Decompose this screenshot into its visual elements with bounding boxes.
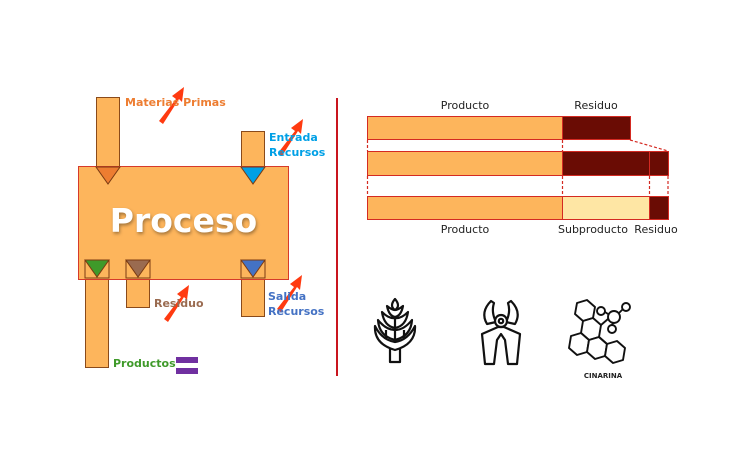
resource-input-label-line2: Recursos [269, 146, 326, 159]
products-label: Productos [113, 357, 176, 370]
section-divider [336, 98, 338, 376]
row3-producto-segment [367, 196, 563, 220]
arrow-icon [159, 87, 184, 124]
arrow-icon [277, 275, 302, 312]
artichoke-icon [373, 297, 417, 364]
arrow-icon [278, 119, 303, 156]
arrow-icon [164, 285, 189, 322]
row1-residuo-segment [562, 116, 631, 140]
process-title: Proceso [109, 201, 258, 240]
equals-symbol-top [176, 357, 198, 363]
resource-input-pipe [241, 131, 265, 169]
molecule-icon [568, 299, 631, 364]
bottom-label-residuo: Residuo [634, 223, 678, 236]
connector-diag [629, 139, 669, 152]
raw-materials-pipe [96, 97, 120, 169]
waste-triangle-icon [125, 259, 151, 278]
resource-output-triangle-icon [240, 259, 266, 278]
raw-materials-triangle-icon [95, 166, 121, 185]
row3-subproducto-segment [562, 196, 650, 220]
waste-label: Residuo [154, 297, 204, 310]
products-triangle-icon [84, 259, 110, 278]
equals-symbol-bottom [176, 368, 198, 374]
row1-producto-segment [367, 116, 563, 140]
resource-output-label-line2: Recursos [268, 305, 325, 318]
resource-output-label-line1: Salida [268, 290, 307, 303]
top-label-residuo: Residuo [574, 99, 618, 112]
row2-residuo-segment-b [649, 151, 669, 176]
molecule-caption: CINARINA [583, 372, 623, 380]
bottom-label-producto: Producto [440, 223, 490, 236]
pruning-shears-icon [480, 299, 522, 366]
resource-input-label-line1: Entrada [269, 131, 318, 144]
raw-materials-label: Materias Primas [125, 96, 226, 109]
bottom-label-subproducto: Subproducto [558, 223, 628, 236]
row2-producto-segment [367, 151, 563, 176]
row2-residuo-segment-a [562, 151, 650, 176]
resource-input-triangle-icon [240, 166, 266, 185]
top-label-producto: Producto [440, 99, 490, 112]
row3-residuo-segment [649, 196, 669, 220]
